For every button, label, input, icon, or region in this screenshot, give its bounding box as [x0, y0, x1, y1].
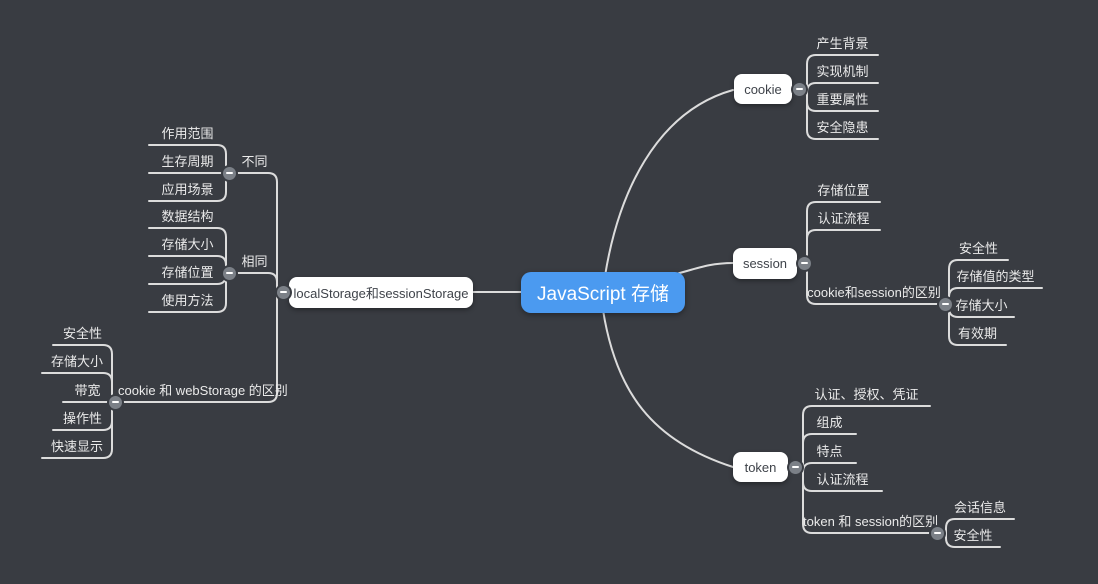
mindmap-node[interactable]: 生存周期 — [161, 154, 214, 169]
mindmap-node[interactable]: 作用范围 — [161, 126, 214, 141]
mindmap-node[interactable]: 有效期 — [957, 326, 997, 341]
mindmap-node[interactable]: 产生背景 — [816, 36, 869, 51]
mindmap-node[interactable]: 特点 — [816, 444, 843, 459]
branch-connector — [117, 172, 290, 403]
mindmap-node[interactable]: 实现机制 — [816, 64, 869, 79]
mindmap-node[interactable]: 操作性 — [62, 411, 102, 426]
mindmap-node[interactable]: 组成 — [816, 415, 843, 430]
mindmap-node[interactable]: 存储大小 — [955, 298, 1008, 313]
mindmap-node[interactable]: 安全性 — [953, 528, 993, 543]
mindmap-node[interactable]: 存储大小 — [50, 354, 103, 369]
collapse-minus-button[interactable] — [788, 460, 802, 474]
collapse-minus-button[interactable] — [222, 266, 236, 280]
collapse-minus-button[interactable] — [797, 256, 811, 270]
collapse-minus-button[interactable] — [930, 526, 944, 540]
mindmap-node[interactable]: 安全性 — [62, 326, 102, 341]
branch-connector — [796, 201, 942, 305]
mindmap-node[interactable]: cookie 和 webStorage 的区别 — [118, 383, 288, 398]
mindmap-node[interactable]: cookie和session的区别 — [807, 285, 941, 300]
mindmap-node[interactable]: 认证流程 — [817, 211, 870, 226]
branch-connector — [787, 405, 934, 534]
node-localstorage[interactable]: localStorage和sessionStorage — [289, 277, 473, 308]
node-token[interactable]: token — [733, 452, 788, 482]
mindmap-node[interactable]: 数据结构 — [161, 209, 214, 224]
branch-connector — [604, 89, 734, 277]
mindmap-node[interactable]: 存储位置 — [161, 265, 214, 280]
mindmap-node[interactable]: 认证流程 — [816, 472, 869, 487]
collapse-minus-button[interactable] — [222, 166, 236, 180]
collapse-minus-button[interactable] — [108, 395, 122, 409]
branch-connector — [940, 259, 1043, 346]
mindmap-node[interactable]: token 和 session的区别 — [803, 514, 939, 529]
mindmap-node[interactable]: 安全性 — [958, 241, 998, 256]
mindmap-node[interactable]: 会话信息 — [953, 500, 1006, 515]
node-cookie[interactable]: cookie — [734, 74, 792, 104]
mindmap-node[interactable]: 应用场景 — [161, 182, 214, 197]
mindmap-node[interactable]: 不同 — [241, 154, 268, 169]
branch-connector — [602, 309, 734, 468]
mindmap-node[interactable]: 快速显示 — [50, 439, 103, 454]
mindmap-node[interactable]: 重要属性 — [816, 92, 869, 107]
mindmap-node[interactable]: 存储值的类型 — [956, 269, 1035, 284]
branch-connector — [41, 344, 119, 459]
branch-connector — [148, 227, 233, 313]
mindmap-node[interactable]: 安全隐患 — [816, 120, 869, 135]
mindmap-node[interactable]: 存储位置 — [817, 183, 870, 198]
branch-connector — [148, 144, 233, 202]
branch-connector — [791, 54, 879, 140]
mindmap-node[interactable]: 存储大小 — [161, 237, 214, 252]
mindmap-node[interactable]: 使用方法 — [161, 293, 214, 308]
collapse-minus-button[interactable] — [276, 285, 290, 299]
node-session[interactable]: session — [733, 248, 797, 279]
collapse-minus-button[interactable] — [938, 297, 952, 311]
mindmap-node[interactable]: 带宽 — [74, 383, 101, 398]
root-node[interactable]: JavaScript 存储 — [521, 272, 685, 313]
collapse-minus-button[interactable] — [792, 82, 806, 96]
mindmap-node[interactable]: 相同 — [241, 254, 268, 269]
mindmap-node[interactable]: 认证、授权、凭证 — [814, 387, 919, 402]
